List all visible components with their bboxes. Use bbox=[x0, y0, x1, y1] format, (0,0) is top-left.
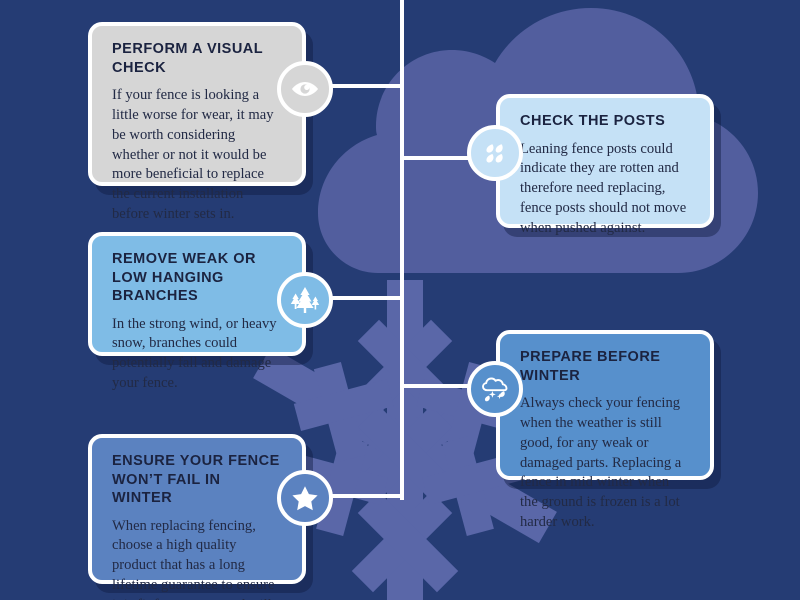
badge-ensure-your-fence-wont-fail-in-winter bbox=[277, 470, 333, 526]
pine-trees-icon bbox=[290, 287, 320, 313]
rain-droplets-icon bbox=[486, 144, 503, 163]
card-body: If your fence is looking a little worse … bbox=[112, 87, 274, 223]
card-check-the-posts: CHECK THE POSTS Leaning fence posts coul… bbox=[496, 94, 714, 236]
card-body: In the strong wind, or heavy snow, branc… bbox=[112, 315, 277, 392]
snow-cloud-icon bbox=[482, 377, 508, 402]
badge-remove-weak-or-low-hanging-branches bbox=[277, 272, 333, 328]
badge-check-the-posts bbox=[467, 125, 523, 181]
card-title: REMOVE WEAK OR LOW HANGING BRANCHES bbox=[112, 251, 256, 305]
card-body: When replacing fencing, choose a high qu… bbox=[112, 517, 275, 600]
connector-spine bbox=[400, 0, 404, 500]
star-icon bbox=[292, 486, 318, 511]
eye-icon bbox=[292, 82, 318, 96]
badge-prepare-before-winter bbox=[467, 361, 523, 417]
card-title: ENSURE YOUR FENCE WON’T FAIL IN WINTER bbox=[112, 453, 280, 507]
card-body: Leaning fence posts could indicate they … bbox=[520, 140, 687, 236]
card-perform-a-visual-check: PERFORM A VISUAL CHECK If your fence is … bbox=[88, 22, 306, 222]
card-prepare-before-winter: PREPARE BEFORE WINTER Always check your … bbox=[496, 330, 714, 530]
card-remove-weak-or-low-hanging-branches: REMOVE WEAK OR LOW HANGING BRANCHES In t… bbox=[88, 232, 306, 391]
card-title: PREPARE BEFORE WINTER bbox=[520, 349, 661, 384]
card-body: Always check your fencing when the weath… bbox=[520, 395, 682, 531]
card-title: CHECK THE POSTS bbox=[520, 113, 666, 129]
badge-perform-a-visual-check bbox=[277, 61, 333, 117]
card-ensure-your-fence-wont-fail-in-winter: ENSURE YOUR FENCE WON’T FAIL IN WINTER W… bbox=[88, 434, 306, 600]
card-title: PERFORM A VISUAL CHECK bbox=[112, 41, 263, 76]
